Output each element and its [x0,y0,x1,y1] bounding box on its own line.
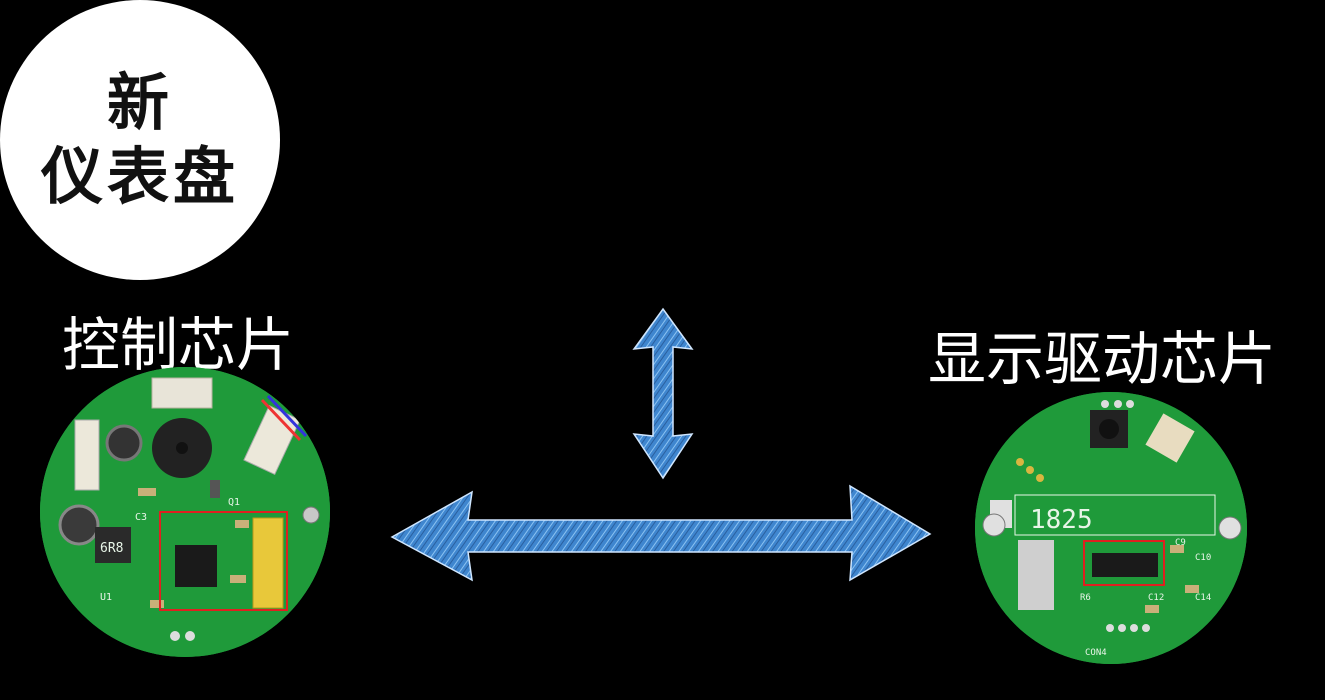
inductor-mark: 6R8 [100,541,123,556]
silk-c3: C3 [135,512,147,523]
silk-1825: 1825 [1030,505,1093,535]
silk-c14: C14 [1195,593,1211,603]
center-node-line1: 新 [106,65,173,139]
display-driver-chip-label: 显示驱动芯片 [928,325,1277,393]
display-chip-highlight-box [1083,540,1165,586]
silk-c9: C9 [1175,538,1186,548]
silk-con4: CON4 [1085,648,1107,658]
silk-r6: R6 [1080,593,1091,603]
horizontal-double-arrow [390,484,932,582]
silk-q1: Q1 [228,497,240,508]
silk-c10: C10 [1195,553,1211,563]
vertical-double-arrow [632,307,694,480]
control-chip-highlight-box [159,511,288,611]
new-dashboard-node: 新 仪表盘 [0,0,280,280]
control-chip-board: 6R8 C3 Q1 U1 [40,367,330,657]
display-driver-board: 1825 C9 C10 C12 C14 CON4 R6 [975,392,1247,664]
silk-u1: U1 [100,592,112,603]
center-node-line2: 仪表盘 [40,140,239,213]
silk-c12: C12 [1148,593,1164,603]
